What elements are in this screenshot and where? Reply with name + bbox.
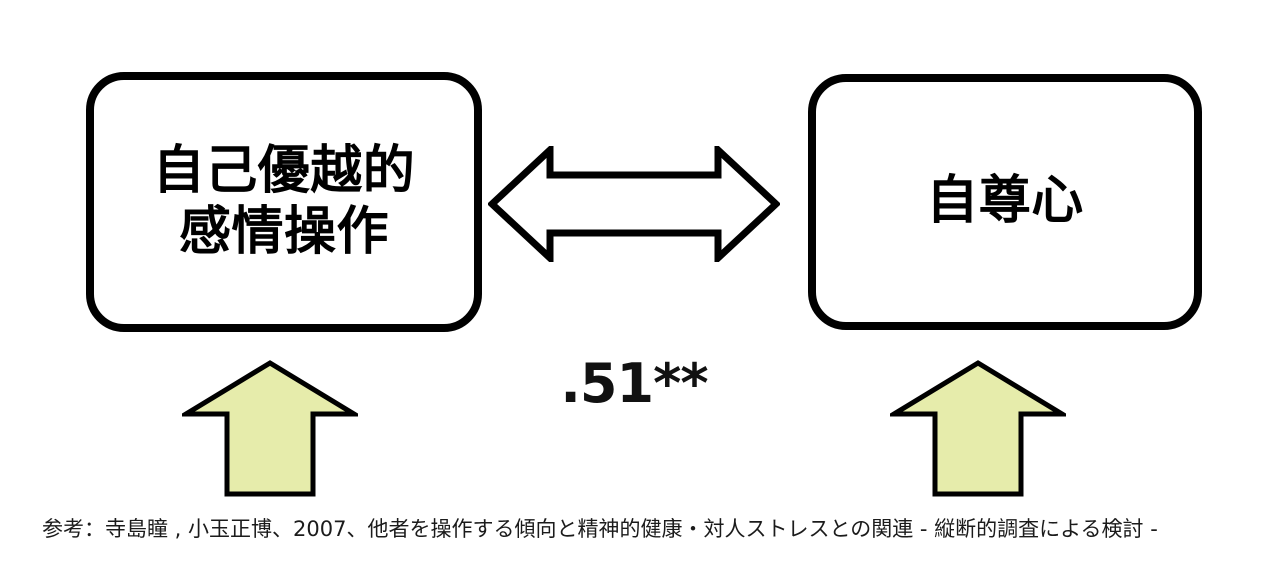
upward-arrow-left-icon <box>182 360 358 497</box>
bidirectional-arrow-icon <box>488 146 780 262</box>
concept-box-self-superior-emotional-manipulation: 自己優越的 感情操作 <box>86 72 482 332</box>
upward-arrow-right-icon <box>890 360 1066 497</box>
concept-box-self-esteem: 自尊心 <box>808 74 1202 330</box>
source-caption: 参考：寺島瞳 , 小玉正博、2007、他者を操作する傾向と精神的健康・対人ストレ… <box>42 517 1158 541</box>
correlation-coefficient-label: .51** <box>560 352 708 415</box>
concept-box-right-label: 自尊心 <box>926 171 1084 232</box>
concept-box-left-label: 自己優越的 感情操作 <box>152 140 416 262</box>
